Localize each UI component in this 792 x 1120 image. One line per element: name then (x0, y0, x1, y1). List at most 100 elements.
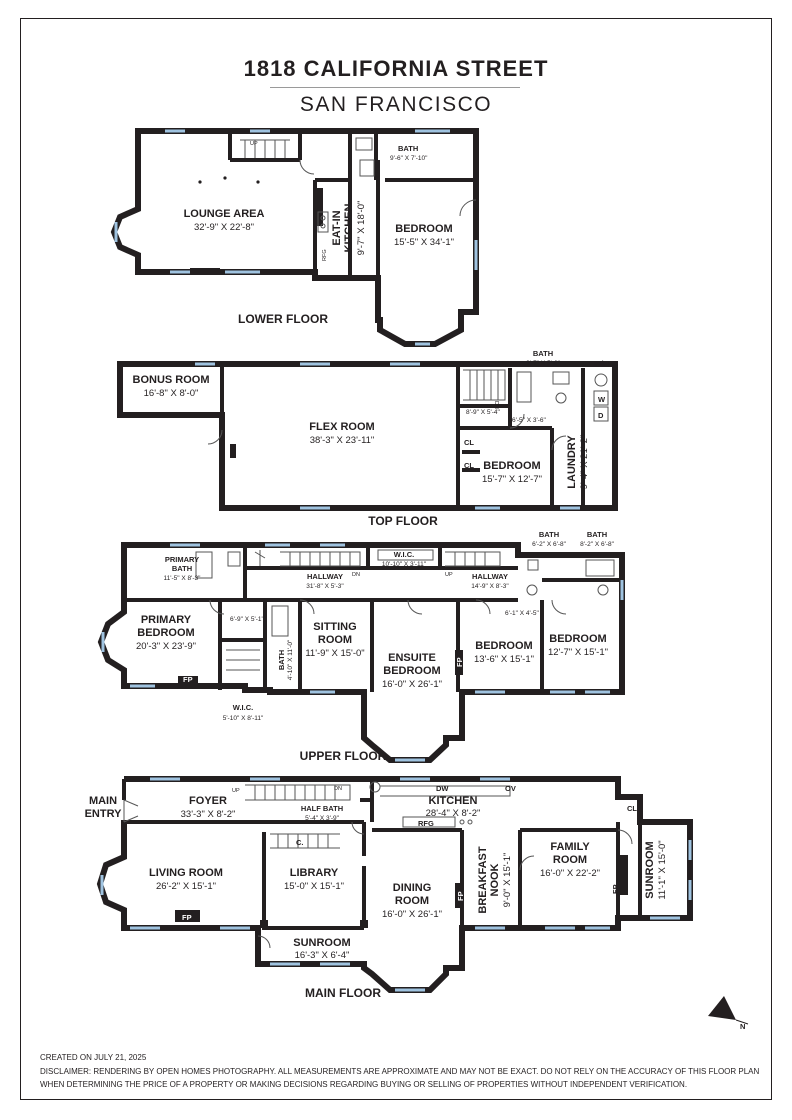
bonus-room-dim: 16'-8" X 8'-0" (144, 388, 199, 399)
primary-bath-label-1: PRIMARY (165, 555, 199, 564)
half-bath-label: HALF BATH (301, 804, 343, 813)
main-floor-inner-walls (122, 779, 642, 930)
ensuite-bedroom-label-1: ENSUITE (388, 652, 436, 664)
main-closet-label: CL (627, 804, 637, 813)
lounge-area-dim: 32'-9" X 22'-8" (194, 222, 254, 233)
main-up-label: UP (232, 788, 240, 794)
title-divider (270, 87, 520, 88)
flex-room-label: FLEX ROOM (309, 421, 374, 433)
upper-bath-2-label: BATH (587, 530, 607, 539)
top-floor-walls (117, 361, 618, 511)
sitting-room-label-2: ROOM (318, 634, 352, 646)
lower-floor-inner-walls (228, 130, 476, 278)
lower-rfg-label: RFG (322, 249, 328, 261)
upper-closet-dim-1: 6'-9" X 5'-1" (230, 616, 265, 623)
upper-hallway-1-label: HALLWAY (307, 572, 343, 581)
kitchen-main-label: KITCHEN (429, 795, 478, 807)
lower-bath-label: BATH (398, 144, 418, 153)
top-washer-label: W (598, 395, 606, 404)
upper-floor-walls (97, 542, 625, 763)
kitchen-main-dim: 28'-4" X 8'-2" (426, 808, 481, 819)
top-closet-label: CL (464, 438, 474, 447)
main-floor-title: MAIN FLOOR (305, 986, 381, 1000)
disclaimer-line-1: DISCLAIMER: RENDERING BY OPEN HOMES PHOT… (40, 1067, 760, 1076)
lower-up-label: UP (250, 141, 258, 147)
bonus-room-label: BONUS ROOM (133, 374, 210, 386)
page-frame (20, 18, 772, 1100)
upper-bath-1-dim: 6'-2" X 6'-8" (532, 541, 567, 548)
disclaimer-line-2: WHEN DETERMINING THE PRICE OF A PROPERTY… (40, 1080, 688, 1089)
laundry-dim: 9'-4" X 21'-2" (579, 435, 590, 490)
foyer-label: FOYER (189, 795, 227, 807)
created-date: CREATED ON JULY 21, 2025 (40, 1053, 147, 1062)
page-subtitle: SAN FRANCISCO (299, 93, 493, 116)
main-ov-label: OV (505, 784, 516, 793)
dining-room-label-2: ROOM (395, 895, 429, 907)
north-arrow-icon: N (708, 996, 749, 1031)
main-entry-label-2: ENTRY (85, 808, 123, 820)
primary-bedroom-label-1: PRIMARY (141, 614, 192, 626)
upper-bedroom-2-label: BEDROOM (549, 633, 606, 645)
page-title: 1818 CALIFORNIA STREET (243, 56, 549, 81)
upper-bath-1-label: BATH (539, 530, 559, 539)
laundry-label: LAUNDRY (566, 435, 578, 489)
upper-hallway-1-dim: 31'-8" X 5'-3" (306, 583, 344, 590)
breakfast-nook-label-1: BREAKFAST (477, 846, 489, 914)
upper-wic-1-dim: 10'-10" X 3'-11" (382, 561, 427, 568)
sunroom-east-label: SUNROOM (644, 841, 656, 898)
top-floor-title: TOP FLOOR (368, 514, 438, 528)
family-room-dim: 16'-0" X 22'-2" (540, 868, 600, 879)
upper-bedroom-1-label: BEDROOM (475, 640, 532, 652)
ensuite-bedroom-label-2: BEDROOM (383, 665, 440, 677)
eat-in-label: EAT-IN (331, 210, 343, 245)
sitting-room-label-1: SITTING (313, 621, 356, 633)
upper-closet-dim-2: 6'-1" X 4'-5" (505, 610, 540, 617)
upper-hallway-2-dim: 14'-9" X 8'-3" (471, 583, 509, 590)
sunroom-east-dim: 11'-1" X 15'-0" (657, 840, 668, 899)
ensuite-bedroom-dim: 16'-0" X 26'-1" (382, 679, 442, 690)
living-room-dim: 26'-2" X 15'-1" (156, 881, 216, 892)
top-bath-label: BATH (533, 349, 553, 358)
main-floor-walls (96, 776, 693, 993)
family-room-label-2: ROOM (553, 854, 587, 866)
top-bedroom-label: BEDROOM (483, 460, 540, 472)
primary-bedroom-label-2: BEDROOM (137, 627, 194, 639)
upper-wic-1-label: W.I.C. (394, 550, 414, 559)
lower-bedroom-label: BEDROOM (395, 223, 452, 235)
eat-in-kitchen-dim: 9'-7" X 18'-0" (356, 201, 367, 256)
main-floor: DW OV RFG CL C. UP DN FP FP FP MAIN ENTR… (85, 776, 693, 1000)
main-fp-label: FP (182, 913, 192, 922)
upper-fp-label: FP (183, 675, 193, 684)
upper-bedroom-2-dim: 12'-7" X 15'-1" (548, 647, 608, 658)
top-floor: W/H W D CL CL DN 8'-9" X 5'-4" 6'-5" X 3… (117, 349, 618, 528)
top-wh-label: W/H (594, 359, 609, 368)
top-dryer-label: D (598, 411, 604, 420)
lower-bedroom-dim: 15'-5" X 34'-1" (394, 237, 454, 248)
flex-room-dim: 38'-3" X 23'-11" (310, 435, 375, 446)
breakfast-nook-label-2: NOOK (489, 863, 501, 896)
upper-floor: DN UP FP FP 6'-9" X 5'-1" 6'-1" X 4'-5" … (97, 530, 625, 763)
upper-floor-inner-walls (124, 545, 622, 692)
top-bedroom-dim: 15'-7" X 12'-7" (482, 474, 542, 485)
top-closet-label-2: CL (464, 461, 474, 470)
upper-bath-2-dim: 8'-2" X 6'-8" (580, 541, 615, 548)
library-dim: 15'-0" X 15'-1" (284, 881, 344, 892)
upper-fp-label-2: FP (455, 657, 464, 667)
main-cabinet-label: C. (296, 838, 304, 847)
north-label: N (740, 1022, 745, 1031)
upper-floor-title: UPPER FLOOR (300, 749, 387, 763)
upper-bedroom-1-dim: 13'-6" X 15'-1" (474, 654, 534, 665)
kitchen-label: KITCHEN (343, 204, 355, 253)
primary-bath-dim: 11'-5" X 8'-3" (164, 575, 202, 582)
sunroom-main-dim: 16'-3" X 6'-4" (295, 950, 350, 961)
lower-bath-dim: 9'-6" X 7'-10" (390, 155, 428, 162)
main-fp-label-2: FP (456, 891, 465, 901)
dining-room-label-1: DINING (393, 882, 432, 894)
foyer-dim: 33'-3" X 8'-2" (181, 809, 236, 820)
upper-bath-3-dim: 4'-10" X 11'-0" (287, 639, 294, 680)
family-room-label-1: FAMILY (550, 841, 590, 853)
lower-floor: UP RFG LOUNGE AREA 32'-9" X 22'-8" EAT-I… (110, 128, 479, 347)
upper-wic-2-dim: 5'-10" X 8'-11" (223, 715, 264, 722)
sitting-room-dim: 11'-9" X 15'-0" (305, 648, 364, 659)
upper-wic-2-label: W.I.C. (233, 703, 253, 712)
